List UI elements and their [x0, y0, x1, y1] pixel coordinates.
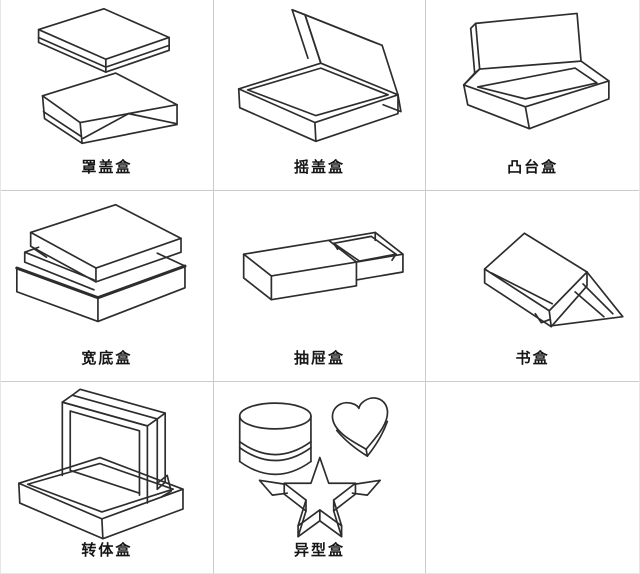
box-type-label: 异型盒 [293, 542, 345, 559]
box-type-label: 转体盒 [81, 542, 133, 559]
swivel-box-illustration [1, 382, 213, 542]
grid-cell-8: 异型盒 [213, 382, 427, 573]
telescope-lid-box-illustration [1, 0, 213, 159]
hinged-lid-box-illustration [214, 0, 426, 159]
grid-cell-7: 转体盒 [1, 382, 214, 573]
grid-cell-2: 摇盖盒 [213, 0, 427, 191]
grid-cell-9-empty [426, 382, 639, 573]
grid-cell-5: 抽屉盒 [213, 191, 427, 382]
grid-cell-4: 宽底盒 [1, 191, 214, 382]
raised-platform-box-illustration [426, 0, 639, 159]
box-type-label: 宽底盒 [81, 350, 133, 367]
drawer-box-illustration [214, 191, 426, 350]
box-type-label: 凸台盒 [507, 159, 559, 176]
grid-cell-3: 凸台盒 [426, 0, 639, 191]
wide-bottom-box-illustration [1, 191, 213, 350]
grid-cell-6: 书盒 [426, 191, 639, 382]
empty-cell [426, 382, 639, 542]
special-shaped-box-illustration [214, 382, 426, 542]
grid-cell-1: 罩盖盒 [1, 0, 214, 191]
box-type-label: 罩盖盒 [81, 159, 133, 176]
box-type-label: 书盒 [515, 350, 550, 367]
box-type-label: 摇盖盒 [293, 159, 345, 176]
box-type-label: 抽屉盒 [293, 350, 345, 367]
book-box-illustration [426, 191, 639, 350]
